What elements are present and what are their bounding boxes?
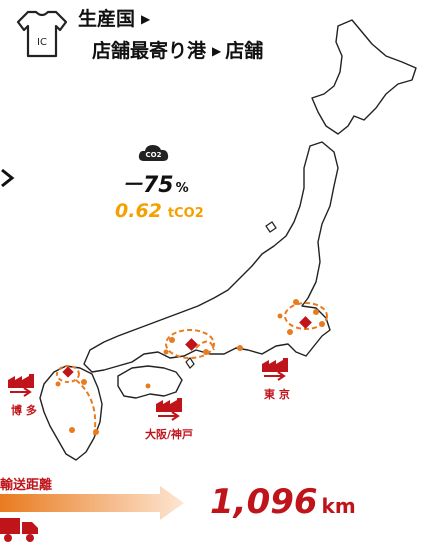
arrow-right-icon: ▶ (212, 44, 222, 58)
osaka-store-dot (169, 337, 175, 343)
hakata-route-loop (56, 365, 80, 383)
header-store-label: 店舗 (225, 40, 264, 62)
tokyo-store-dot (319, 321, 325, 327)
hakata-store-dot (93, 429, 99, 435)
shikoku-store-dot (145, 383, 151, 389)
header-origin-label: 生産国 (78, 8, 136, 30)
shikoku-outline (117, 365, 183, 399)
co2-reduction-value: －75 (121, 173, 174, 198)
port-label-osaka-kobe: 大阪/神戸 (145, 428, 194, 441)
hokkaido-outline (311, 19, 417, 135)
tokyo-store-dot (293, 299, 299, 305)
chevron-right-icon (1, 168, 15, 188)
header-port-label: 店舗最寄り港 (92, 40, 207, 62)
svg-text:IC: IC (37, 37, 47, 48)
transport-distance-label: 輸送距離 (0, 478, 53, 493)
osaka-store-dot (237, 345, 243, 351)
kyushu-outline (39, 365, 103, 461)
co2-reduction-unit: % (175, 181, 189, 196)
tokyo-store-dot (287, 329, 293, 335)
tokyo-route-loop (284, 302, 328, 330)
hakata-store-dot (55, 381, 61, 387)
osaka-route-arc (195, 340, 215, 351)
hakata-store-dot (69, 427, 75, 433)
cloud-co2-icon: CO2 (138, 145, 169, 161)
osaka-route-loop (165, 329, 215, 359)
factory-icon (262, 358, 288, 381)
hakata-route-arc (75, 379, 97, 437)
sado-island (265, 221, 277, 233)
osaka-store-dot (203, 349, 209, 355)
hakata-hub-marker (62, 366, 74, 378)
transport-distance-value: 1,096 (210, 482, 318, 522)
transport-distance-unit: km (321, 494, 356, 518)
co2-emission: 0.62 tCO2 (115, 200, 204, 222)
svg-text:CO2: CO2 (146, 151, 162, 159)
factory-icon (8, 374, 34, 397)
tokyo-store-dot (277, 313, 283, 319)
hakata-store-dot (81, 379, 87, 385)
co2-reduction: －75% (121, 167, 189, 199)
co2-emission-unit: tCO2 (167, 206, 204, 221)
arrow-right-icon: ▶ (141, 12, 151, 26)
port-label-hakata: 博 多 (11, 404, 37, 417)
tshirt-icon: IC (16, 10, 68, 58)
co2-emission-value: 0.62 (115, 200, 162, 222)
distance-arrow (0, 486, 184, 520)
header-origin: 生産国 ▶ (78, 4, 150, 31)
truck-icon (0, 518, 38, 542)
header-route: 店舗最寄り港 ▶店舗 (92, 36, 263, 63)
awaji-island (185, 357, 195, 369)
osaka-hub-marker (185, 338, 198, 351)
honshu-outline (83, 141, 339, 373)
port-label-tokyo: 東 京 (264, 388, 290, 401)
factory-icon (156, 398, 182, 421)
osaka-store-dot (163, 349, 169, 355)
tokyo-store-dot (313, 309, 319, 315)
tokyo-hub-marker (299, 316, 312, 329)
